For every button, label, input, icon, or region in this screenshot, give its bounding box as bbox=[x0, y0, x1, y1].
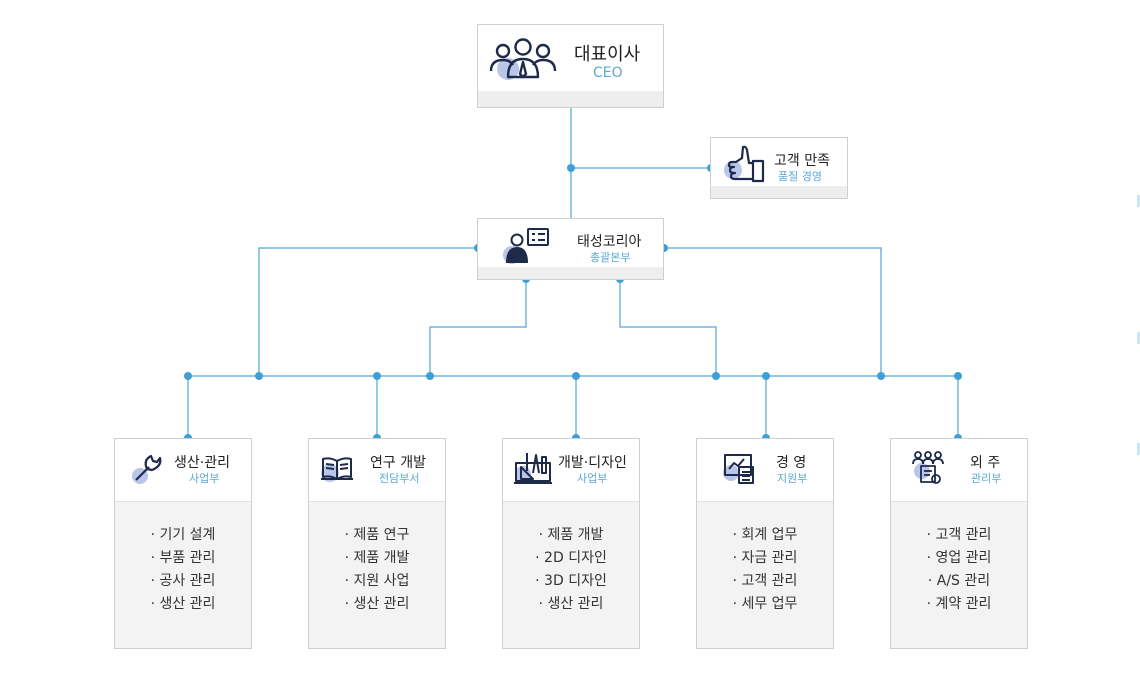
list-item: · 고객 관리 bbox=[732, 573, 798, 589]
list-item: · 세무 업무 bbox=[732, 596, 798, 612]
wrench-icon bbox=[132, 454, 162, 484]
list-item: · 영업 관리 bbox=[926, 550, 992, 566]
dept-title: 연구 개발 bbox=[370, 455, 426, 471]
list-item: · A/S 관리 bbox=[927, 573, 991, 589]
dept-management-box: 경 영 지원부 · 회계 업무 · 자금 관리 · 고객 관리 · 세무 업무 bbox=[696, 438, 834, 649]
list-item: · 2D 디자인 bbox=[535, 550, 607, 566]
dept-task-list: · 기기 설계 · 부품 관리 · 공사 관리 · 생산 관리 bbox=[115, 501, 251, 648]
hq-box: 태성코리아 총괄본부 bbox=[477, 218, 664, 280]
dept-production-box: 생산·관리 사업부 · 기기 설계 · 부품 관리 · 공사 관리 · 생산 관… bbox=[114, 438, 252, 649]
hq-title: 태성코리아 bbox=[577, 234, 642, 250]
dept-task-list: · 회계 업무 · 자금 관리 · 고객 관리 · 세무 업무 bbox=[697, 501, 833, 648]
edge-mark bbox=[1137, 332, 1140, 344]
dept-outsourcing-box: 외 주 관리부 · 고객 관리 · 영업 관리 · A/S 관리 · 계약 관리 bbox=[890, 438, 1028, 649]
dept-title: 개발·디자인 bbox=[558, 455, 627, 471]
dept-title: 외 주 bbox=[970, 455, 1001, 471]
list-item: · 제품 연구 bbox=[344, 527, 410, 543]
list-item: · 생산 관리 bbox=[344, 596, 410, 612]
design-tools-icon bbox=[514, 453, 552, 484]
list-item: · 제품 개발 bbox=[538, 527, 604, 543]
dept-subtitle: 사업부 bbox=[577, 472, 608, 485]
list-item: · 자금 관리 bbox=[732, 550, 798, 566]
dept-task-list: · 제품 연구 · 제품 개발 · 지원 사업 · 생산 관리 bbox=[309, 501, 445, 648]
book-icon bbox=[321, 457, 353, 482]
list-item: · 생산 관리 bbox=[150, 596, 216, 612]
list-item: · 공사 관리 bbox=[150, 573, 216, 589]
ceo-box: 대표이사 CEO bbox=[477, 24, 664, 108]
dept-research-box: 연구 개발 전담부서 · 제품 연구 · 제품 개발 · 지원 사업 · 생산 … bbox=[308, 438, 446, 649]
ceo-title: 대표이사 bbox=[574, 44, 641, 65]
people-group-icon bbox=[489, 38, 557, 80]
edge-mark bbox=[1137, 443, 1140, 455]
dept-subtitle: 사업부 bbox=[189, 472, 220, 485]
list-item: · 제품 개발 bbox=[344, 550, 410, 566]
list-item: · 지원 사업 bbox=[344, 573, 410, 589]
dept-task-list: · 고객 관리 · 영업 관리 · A/S 관리 · 계약 관리 bbox=[891, 501, 1027, 648]
list-item: · 3D 디자인 bbox=[535, 573, 607, 589]
dept-subtitle: 지원부 bbox=[777, 472, 808, 485]
dept-task-list: · 제품 개발 · 2D 디자인 · 3D 디자인 · 생산 관리 bbox=[503, 501, 639, 648]
list-item: · 기기 설계 bbox=[150, 527, 216, 543]
calculator-icon bbox=[723, 454, 754, 484]
hq-subtitle: 총괄본부 bbox=[590, 251, 631, 264]
quality-subtitle: 품질 경영 bbox=[778, 170, 822, 183]
list-item: · 생산 관리 bbox=[538, 596, 604, 612]
list-item: · 계약 관리 bbox=[926, 596, 992, 612]
list-item: · 부품 관리 bbox=[150, 550, 216, 566]
dept-design-box: 개발·디자인 사업부 · 제품 개발 · 2D 디자인 · 3D 디자인 · 생… bbox=[502, 438, 640, 649]
dept-title: 생산·관리 bbox=[174, 455, 230, 471]
manager-icon bbox=[503, 228, 549, 264]
dept-title: 경 영 bbox=[776, 455, 807, 471]
dept-subtitle: 관리부 bbox=[971, 472, 1002, 485]
edge-mark bbox=[1137, 195, 1140, 207]
dept-subtitle: 전담부서 bbox=[379, 472, 420, 485]
thumbs-up-icon bbox=[724, 145, 765, 183]
quality-title: 고객 만족 bbox=[774, 153, 830, 169]
quality-box: 고객 만족 품질 경영 bbox=[710, 137, 848, 199]
list-item: · 회계 업무 bbox=[732, 527, 798, 543]
ceo-subtitle: CEO bbox=[593, 65, 623, 81]
list-item: · 고객 관리 bbox=[926, 527, 992, 543]
team-icon bbox=[912, 451, 944, 484]
